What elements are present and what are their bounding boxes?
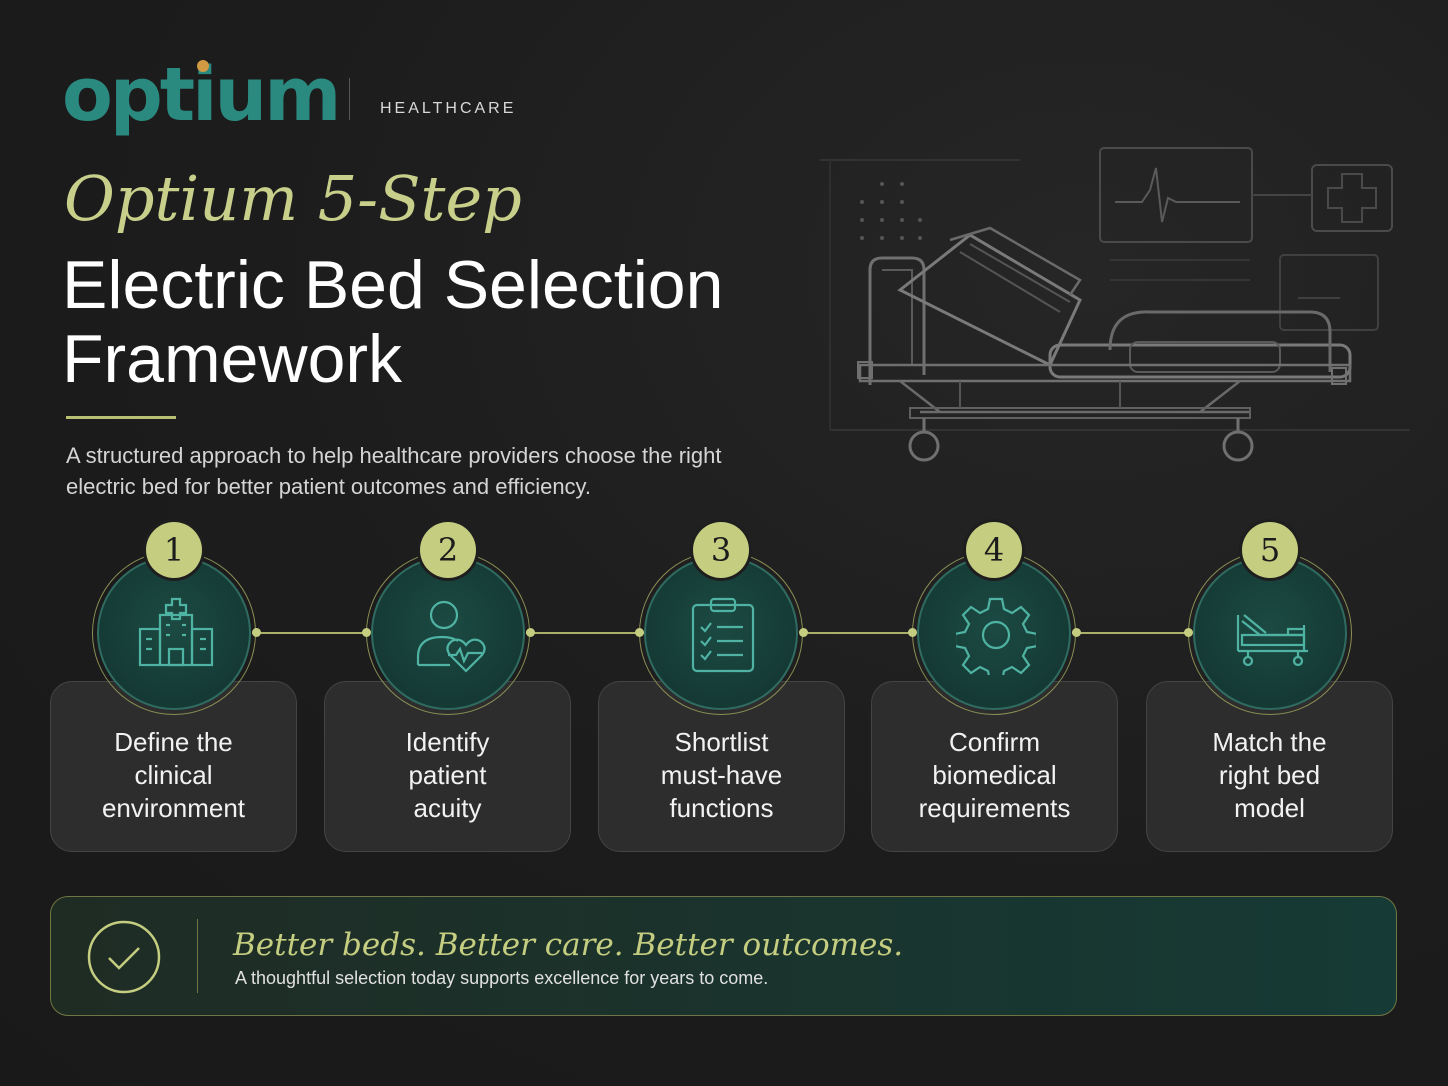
patient-heartbeat-icon [416, 600, 486, 673]
banner-subtitle: A thoughtful selection today supports ex… [235, 968, 769, 988]
bed-icon [1236, 614, 1308, 667]
step-number-2: 2 [420, 522, 476, 578]
connector-dot [252, 628, 261, 637]
step-card-3: Shortlist must-have functions [598, 681, 845, 852]
step-card-2: Identify patient acuity [324, 681, 571, 852]
connector-dot [799, 628, 808, 637]
title-line-1: Optium 5-Step [64, 162, 522, 235]
connector-dot [908, 628, 917, 637]
connector-dot [1072, 628, 1081, 637]
step-label: Confirm biomedical requirements [918, 727, 1071, 823]
connector-dot [1184, 628, 1193, 637]
hospital-bed-illustration [820, 147, 1410, 462]
step-circle-5 [1193, 556, 1347, 710]
step-number-5: 5 [1242, 522, 1298, 578]
closing-banner: Better beds. Better care. Better outcome… [50, 896, 1397, 1016]
banner-title: Better beds. Better care. Better outcome… [233, 927, 904, 963]
step-circle-4 [917, 556, 1071, 710]
step-circle-3 [644, 556, 798, 710]
step-number-4: 4 [966, 522, 1022, 578]
gear-icon [956, 597, 1036, 675]
brand-tagline: HEALTHCARE [380, 100, 517, 117]
connector-1-2 [252, 632, 370, 634]
connector-dot [635, 628, 644, 637]
connector-dot [526, 628, 535, 637]
banner-divider [197, 919, 198, 993]
step-circle-1 [97, 556, 251, 710]
title-underline [66, 416, 176, 419]
step-label: Identify patient acuity [405, 727, 490, 823]
connector-4-5 [1072, 632, 1192, 634]
step-label: Define the clinical environment [101, 727, 246, 823]
hospital-icon [138, 597, 214, 667]
step-label: Match the right bed model [1212, 727, 1327, 823]
checkmark-circle-icon [87, 920, 161, 994]
step-circle-2 [371, 556, 525, 710]
logo-divider [349, 78, 350, 120]
step-label: Shortlist must-have functions [660, 727, 783, 823]
connector-3-4 [800, 632, 916, 634]
clipboard-checklist-icon [691, 597, 755, 673]
connector-dot [362, 628, 371, 637]
connector-2-3 [526, 632, 644, 634]
subtitle: A structured approach to help healthcare… [66, 443, 722, 499]
title-line-2: Electric Bed Selection Framework [62, 247, 724, 397]
step-number-1: 1 [146, 522, 202, 578]
logo-dot [197, 60, 209, 72]
step-number-3: 3 [693, 522, 749, 578]
